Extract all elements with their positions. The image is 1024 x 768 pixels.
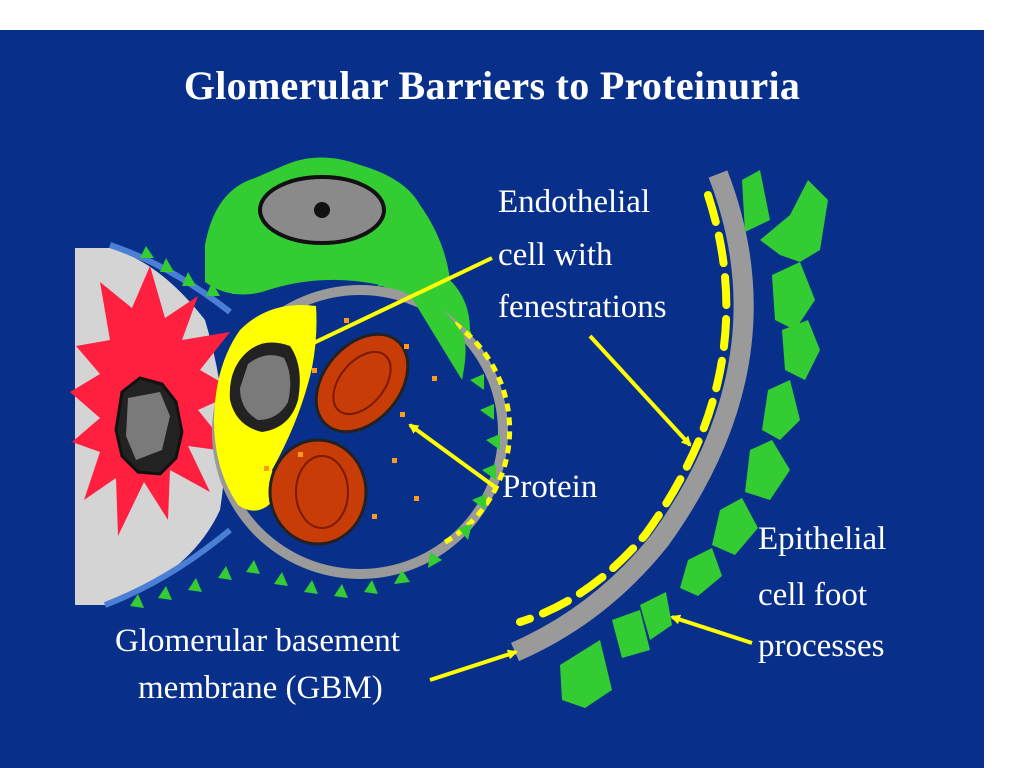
arrow-fenestrations: [588, 334, 692, 447]
label-endothelial-line3: fenestrations: [498, 289, 667, 325]
label-endothelial-line2: cell with: [498, 237, 613, 273]
gbm-band: [511, 170, 754, 662]
slide-title: Glomerular Barriers to Proteinuria: [183, 63, 801, 108]
fenestrated-endothelium: [516, 191, 731, 626]
arrow-protein: [408, 423, 497, 489]
label-gbm-line1: Glomerular basement: [115, 623, 400, 659]
label-epithelial-line2: cell foot: [758, 577, 868, 613]
red-blood-cells: [268, 332, 410, 546]
arrow-gbm: [429, 649, 518, 682]
label-endothelial-line1: Endothelial: [498, 184, 651, 220]
label-epithelial-line3: processes: [758, 628, 885, 664]
label-gbm-line2: membrane (GBM): [138, 670, 383, 706]
capillary-foot-processes: [130, 246, 500, 608]
arrow-endothelial: [301, 256, 493, 350]
label-epithelial-line1: Epithelial: [758, 521, 887, 557]
arrow-foot-processes: [670, 614, 753, 645]
protein-dots: [264, 318, 437, 519]
label-protein: Protein: [502, 469, 598, 505]
stalk-lower-border: [103, 527, 232, 608]
annotation-arrows: [301, 256, 753, 682]
epithelial-foot-processes: [560, 170, 828, 708]
